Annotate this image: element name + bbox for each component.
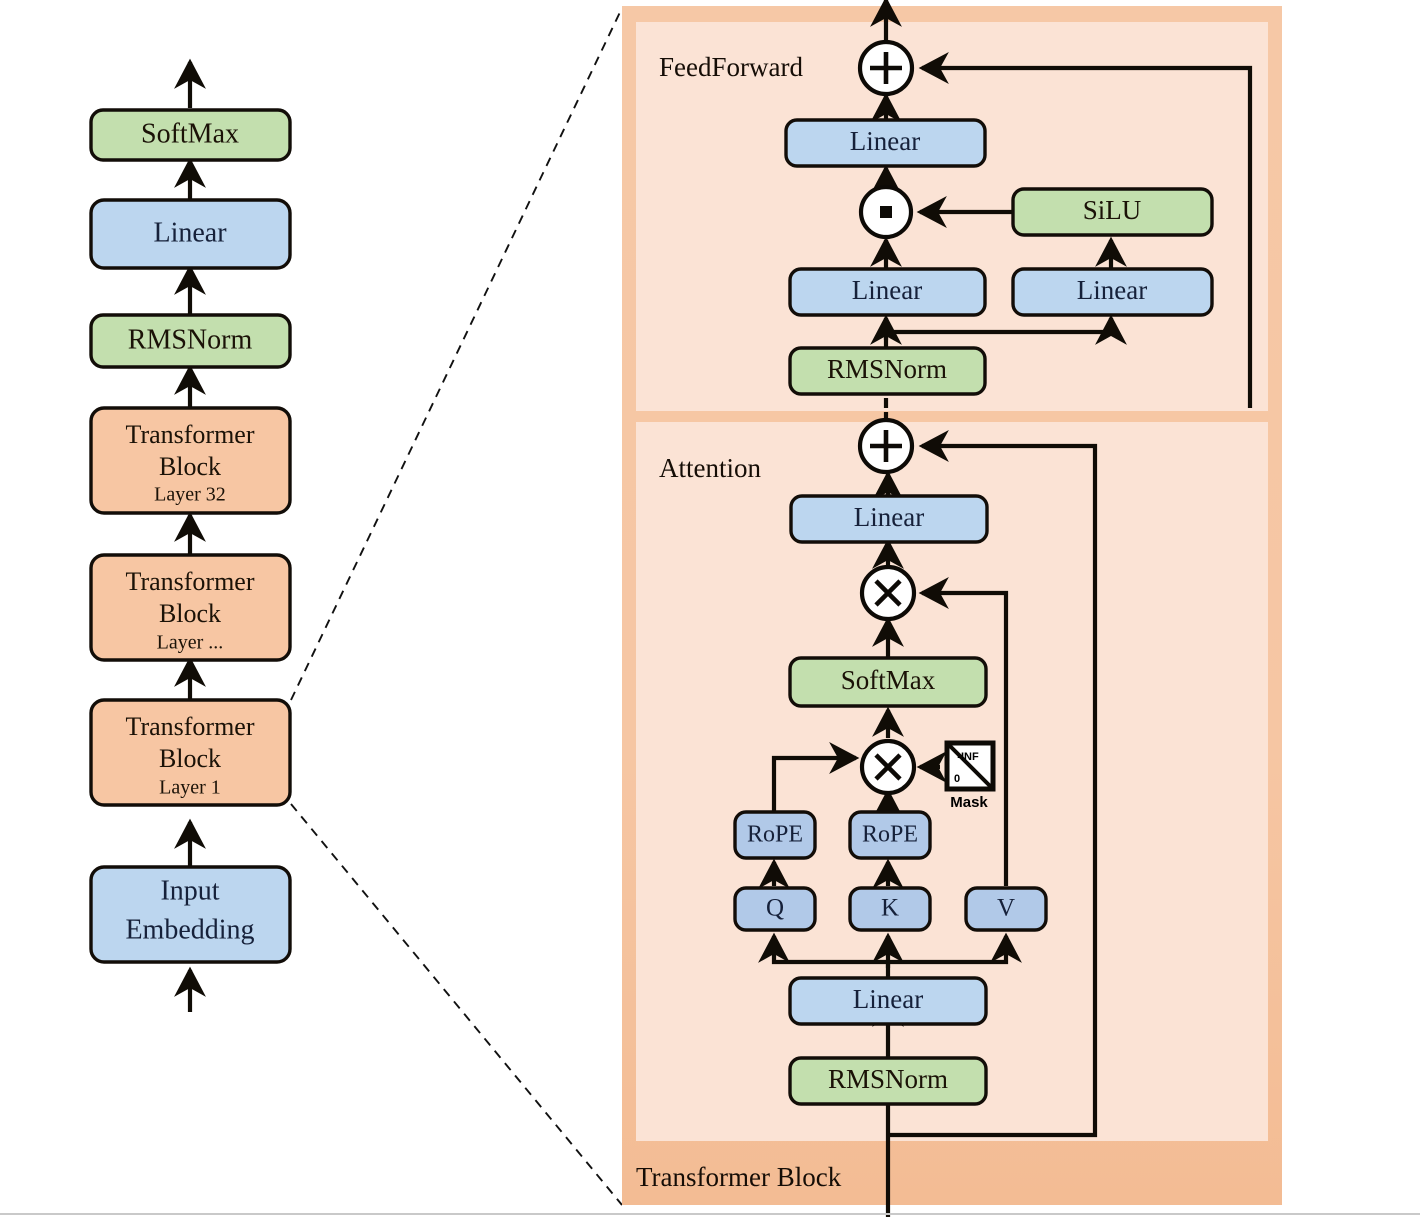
ff-linear-down-label: Linear bbox=[850, 126, 920, 156]
ff-linear-gate-label: Linear bbox=[1077, 275, 1147, 305]
mask-value-high: -INF bbox=[957, 751, 979, 763]
attention-panel-title: Attention bbox=[659, 453, 761, 483]
ff-linear-up-label: Linear bbox=[852, 275, 922, 305]
attn-linear-qkv-label: Linear bbox=[853, 984, 923, 1014]
rmsnorm-final-label: RMSNorm bbox=[128, 324, 253, 355]
mask-icon[interactable]: -INF 0 Mask bbox=[944, 740, 996, 811]
wire-attn-residual bbox=[888, 430, 1098, 1138]
node-ff-add[interactable] bbox=[857, 39, 915, 97]
attn-rmsnorm-label: RMSNorm bbox=[828, 1064, 948, 1094]
node-rmsnorm-final[interactable]: RMSNorm bbox=[89, 313, 292, 369]
wire-v-to-mulv bbox=[918, 577, 1009, 886]
node-attn-matmul-qk[interactable] bbox=[859, 738, 917, 796]
node-ff-silu[interactable]: SiLU bbox=[1011, 187, 1214, 237]
block32-label-line2: Block bbox=[159, 452, 221, 481]
node-rope-k[interactable]: RoPE bbox=[848, 810, 932, 860]
node-transformer-block-layer-32[interactable]: Transformer Block Layer 32 bbox=[89, 406, 292, 515]
k-label: K bbox=[881, 895, 899, 922]
rope-k-label: RoPE bbox=[862, 822, 918, 848]
node-attn-rmsnorm[interactable]: RMSNorm bbox=[788, 1056, 988, 1106]
linear-head-label: Linear bbox=[153, 217, 227, 248]
block32-sublabel: Layer 32 bbox=[154, 484, 226, 506]
attention-wires bbox=[758, 412, 1098, 1217]
blockmid-label-line1: Transformer bbox=[125, 567, 254, 596]
feedforward-panel-title: FeedForward bbox=[659, 52, 803, 82]
node-attn-add[interactable] bbox=[857, 417, 915, 475]
node-input-embedding-label2: Embedding bbox=[125, 914, 254, 945]
node-input-embedding[interactable]: Input Embedding bbox=[89, 865, 292, 964]
blockmid-sublabel: Layer ... bbox=[157, 632, 224, 654]
node-k[interactable]: K bbox=[848, 886, 932, 932]
zoom-connector-bottom bbox=[290, 803, 623, 1206]
detail-panel-outer-label: Transformer Block bbox=[636, 1162, 842, 1192]
wire-ropeq-to-mulqk bbox=[771, 742, 860, 812]
hadamard-dot-icon bbox=[880, 206, 892, 218]
wire-ff-residual bbox=[918, 52, 1253, 408]
node-attn-linear-out[interactable]: Linear bbox=[789, 494, 989, 544]
node-rope-q[interactable]: RoPE bbox=[733, 810, 817, 860]
v-label: V bbox=[997, 895, 1015, 922]
q-label: Q bbox=[766, 895, 784, 922]
softmax-head-label: SoftMax bbox=[141, 118, 239, 149]
block32-label-line1: Transformer bbox=[125, 420, 254, 449]
attn-softmax-label: SoftMax bbox=[841, 665, 936, 695]
node-attn-softmax[interactable]: SoftMax bbox=[788, 656, 988, 708]
ff-silu-label: SiLU bbox=[1083, 195, 1142, 225]
transformer-block-detail-panel: Transformer Block FeedForward Attention bbox=[622, 0, 1282, 1217]
mask-value-low: 0 bbox=[954, 773, 960, 785]
mask-label: Mask bbox=[950, 794, 988, 811]
block1-sublabel: Layer 1 bbox=[159, 777, 221, 799]
wire-qkvlin-to-v bbox=[888, 932, 1022, 965]
wire-ffnorm-to-gate bbox=[886, 314, 1127, 345]
node-ff-linear-up[interactable]: Linear bbox=[788, 267, 987, 317]
ff-rmsnorm-label: RMSNorm bbox=[827, 354, 947, 384]
node-ff-linear-gate[interactable]: Linear bbox=[1011, 267, 1214, 317]
node-attn-linear-qkv[interactable]: Linear bbox=[788, 976, 988, 1026]
node-ff-hadamard[interactable] bbox=[858, 184, 914, 240]
block1-label-line2: Block bbox=[159, 744, 221, 773]
node-attn-matmul-v[interactable] bbox=[859, 564, 917, 622]
node-q[interactable]: Q bbox=[733, 886, 817, 932]
zoom-connector-lines bbox=[290, 7, 623, 1206]
feedforward-wires bbox=[870, 0, 1253, 408]
node-ff-linear-down[interactable]: Linear bbox=[784, 118, 987, 168]
blockmid-label-line2: Block bbox=[159, 599, 221, 628]
model-overview-column: Input Embedding Transformer Block Layer … bbox=[89, 58, 292, 1012]
node-linear-head[interactable]: Linear bbox=[89, 198, 292, 270]
node-ff-rmsnorm[interactable]: RMSNorm bbox=[788, 346, 987, 396]
node-softmax-head[interactable]: SoftMax bbox=[89, 108, 292, 162]
rope-q-label: RoPE bbox=[747, 822, 803, 848]
node-transformer-block-layer-1[interactable]: Transformer Block Layer 1 bbox=[89, 698, 292, 807]
node-v[interactable]: V bbox=[964, 886, 1048, 932]
attn-linear-out-label: Linear bbox=[854, 502, 924, 532]
node-transformer-block-layer-mid[interactable]: Transformer Block Layer ... bbox=[89, 553, 292, 662]
block1-label-line1: Transformer bbox=[125, 712, 254, 741]
node-input-embedding-label: Input bbox=[160, 875, 219, 906]
wire-qkvlin-to-q bbox=[758, 932, 888, 965]
